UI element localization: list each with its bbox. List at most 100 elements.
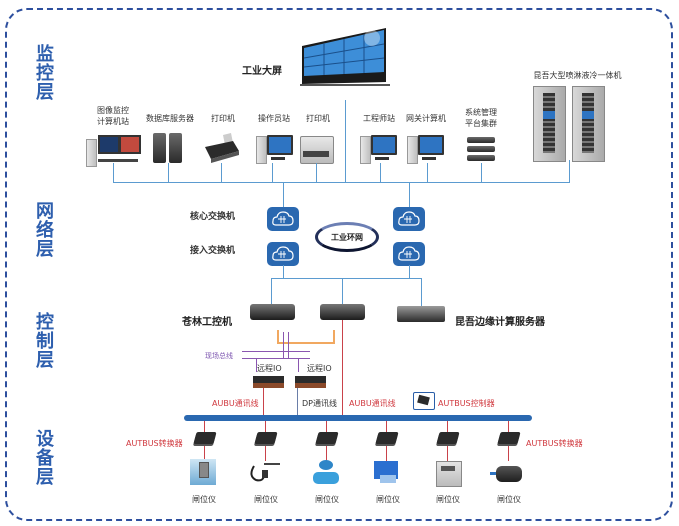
layer-label-monitor: 监控层 — [36, 44, 54, 103]
remote-io-2-label: 远程IO — [307, 364, 332, 373]
instrument-2-label: 闸位仪 — [254, 495, 278, 504]
diagram-frame — [5, 8, 673, 521]
access-switch-label: 接入交换机 — [190, 246, 236, 256]
layer-label-network: 网络层 — [36, 201, 54, 260]
ring-label: 工业环网 — [331, 232, 363, 242]
sync-link — [277, 330, 279, 344]
dp-line-label: DP通讯线 — [302, 399, 337, 408]
desktop-pc-icon — [360, 135, 397, 164]
remote-io-1-label: 远程IO — [257, 364, 282, 373]
sync-link — [277, 342, 335, 344]
device-label-db-server: 数据库服务器 — [146, 114, 194, 123]
instrument-2-icon — [250, 463, 280, 482]
fieldbus-line — [242, 358, 310, 359]
sync-link — [333, 330, 335, 344]
device-label-mgmt-cluster: 系统管理 平台集群 — [465, 108, 497, 128]
uplink-line — [409, 183, 410, 207]
edge-server-icon — [397, 306, 445, 322]
instrument-4-label: 闸位仪 — [376, 495, 400, 504]
autbus-converter-icon — [315, 432, 339, 444]
inkjet-printer-icon — [205, 133, 239, 163]
drop-line — [569, 160, 570, 183]
layer-label-device: 设备层 — [36, 429, 54, 488]
uplink-line — [283, 183, 284, 207]
liquid-cooling-cabinet-icon — [533, 86, 605, 162]
autbus-converter-icon — [254, 432, 278, 444]
drop-line — [272, 163, 273, 183]
device-label-printer-2: 打印机 — [306, 114, 330, 123]
autbus-converter-icon — [497, 432, 521, 444]
core-switch-right-icon — [393, 207, 425, 231]
autbus-controller-label: AUTBUS控制器 — [438, 399, 495, 408]
autbus-main-bus — [184, 415, 532, 421]
instrument-6-label: 闸位仪 — [497, 495, 521, 504]
industrial-pc-2-icon — [320, 304, 365, 320]
desktop-pc-icon — [407, 135, 444, 164]
fieldbus-label: 现场总线 — [205, 352, 233, 360]
autbus-controller-icon — [413, 392, 435, 410]
drop-line — [113, 163, 114, 183]
industrial-pc-1-icon — [250, 304, 295, 320]
remote-io-2-icon — [295, 376, 326, 388]
device-label-image-station: 图像监控 计算机站 — [97, 106, 129, 126]
industrial-ring-network: 工业环网 — [315, 222, 379, 252]
fieldbus-drop — [288, 332, 289, 358]
control-uplink-line — [271, 278, 422, 279]
drop-line — [481, 163, 482, 183]
downlink-line — [283, 265, 284, 278]
instrument-4-icon — [372, 461, 402, 485]
autbus-converter-icon — [193, 432, 217, 444]
aubu-line-1-label: AUBU通讯线 — [212, 399, 259, 408]
device-label-operator-station: 操作员站 — [258, 114, 290, 123]
converter-label-left: AUTBUS转换器 — [126, 439, 183, 448]
access-switch-left-icon — [267, 242, 299, 266]
instrument-1-icon — [190, 459, 216, 485]
fieldbus-line — [242, 351, 310, 352]
instrument-5-icon — [436, 461, 462, 487]
video-wall-icon — [300, 28, 390, 86]
aubu-line-2 — [342, 320, 343, 416]
fieldbus-drop — [256, 358, 257, 372]
drop-line — [380, 163, 381, 183]
drop-line — [316, 163, 317, 183]
layer-label-control: 控制层 — [36, 312, 54, 371]
instrument-3-label: 闸位仪 — [315, 495, 339, 504]
aubu-line-2-label: AUBU通讯线 — [349, 399, 396, 408]
drop-line — [168, 163, 169, 183]
ipc-label: 苍林工控机 — [182, 317, 232, 328]
aubu-line-1 — [263, 388, 264, 416]
drop-line — [221, 163, 222, 183]
core-switch-label: 核心交换机 — [190, 212, 236, 222]
instrument-3-icon — [313, 460, 339, 486]
instrument-1-label: 闸位仪 — [192, 495, 216, 504]
edge-server-label: 昆吾边缘计算服务器 — [455, 317, 545, 328]
workstation-dual-monitor-icon — [86, 135, 142, 167]
autbus-converter-icon — [436, 432, 460, 444]
device-label-cooling-unit: 昆吾大型喷淋液冷一体机 — [533, 71, 622, 80]
big-screen-label: 工业大屏 — [242, 66, 282, 77]
drop-line — [271, 278, 272, 304]
laser-printer-icon — [300, 136, 334, 164]
drop-line — [427, 163, 428, 183]
device-label-printer-1: 打印机 — [211, 114, 235, 123]
drop-line — [421, 278, 422, 306]
downlink-line — [409, 265, 410, 278]
fieldbus-drop — [283, 332, 284, 358]
dp-line — [297, 388, 298, 416]
rack-server-cluster-icon — [467, 137, 497, 165]
monitor-bus-line — [113, 182, 570, 183]
remote-io-1-icon — [253, 376, 284, 388]
core-switch-left-icon — [267, 207, 299, 231]
device-label-gateway: 网关计算机 — [406, 114, 446, 123]
instrument-6-icon — [490, 464, 526, 484]
drop-line — [342, 278, 343, 304]
device-label-engineer-station: 工程师站 — [363, 114, 395, 123]
autbus-converter-icon — [375, 432, 399, 444]
drop-line — [345, 100, 346, 183]
instrument-5-label: 闸位仪 — [436, 495, 460, 504]
access-switch-right-icon — [393, 242, 425, 266]
converter-label-right: AUTBUS转换器 — [526, 439, 583, 448]
tower-server-icon — [153, 133, 183, 163]
desktop-pc-icon — [256, 135, 293, 164]
fieldbus-drop — [298, 358, 299, 372]
